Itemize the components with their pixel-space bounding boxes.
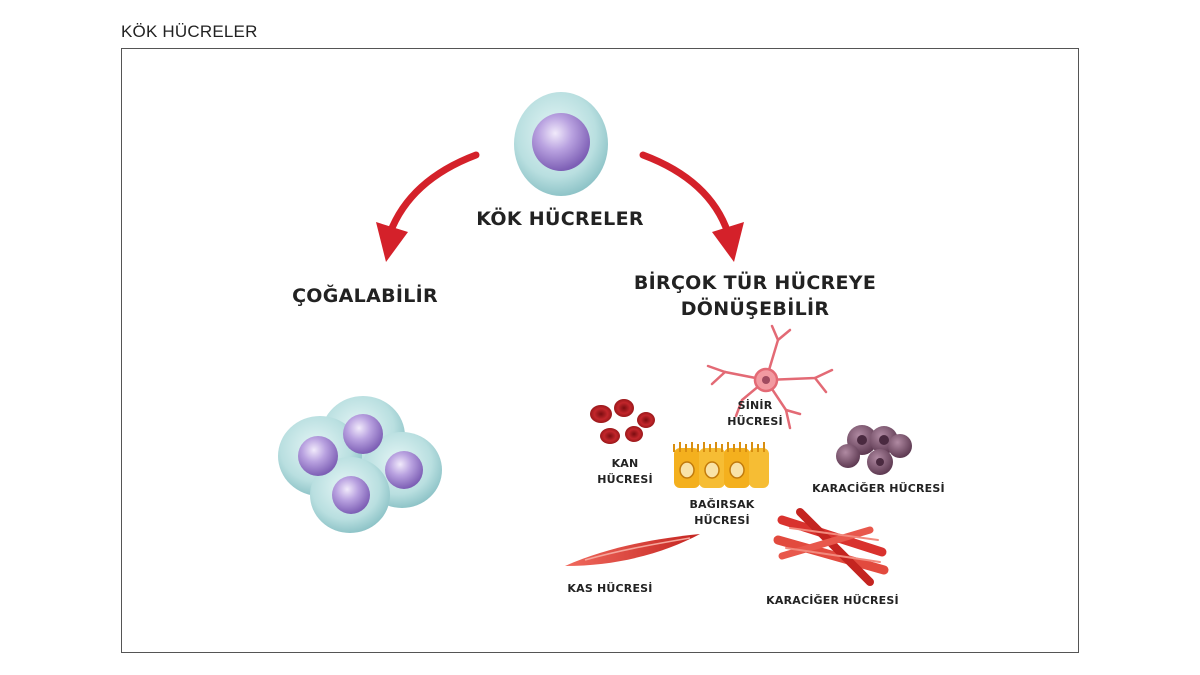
curved-arrow-icon [639, 151, 744, 262]
stem-cell-icon [514, 92, 608, 196]
center-title: KÖK HÜCRELER [476, 208, 644, 230]
blood-cell-icon [590, 399, 655, 444]
curved-arrow-icon [376, 151, 480, 262]
intestine-cell-label: BAĞIRSAK HÜCRESİ [689, 498, 755, 527]
liver-cell-label: KARACİĞER HÜCRESİ [812, 482, 945, 495]
muscle-cell-icon [773, 508, 889, 586]
nerve-cell-icon [706, 324, 834, 430]
differentiate-label-line2: DÖNÜŞEBİLİR [680, 298, 830, 320]
differentiate-label-line1: BİRÇOK TÜR HÜCREYE [633, 272, 877, 294]
intestine-cell-icon [673, 442, 769, 488]
muscle-cell-label: KAS HÜCRESİ [567, 582, 653, 595]
muscle-cell-icon [565, 534, 700, 566]
proliferate-label: ÇOĞALABİLİR [292, 285, 438, 307]
figure-caption: KÖK HÜCRELER [121, 22, 258, 41]
proliferating-cells-icon [278, 396, 442, 533]
blood-cell-label: KAN HÜCRESİ [597, 457, 653, 486]
figure-frame [121, 48, 1079, 653]
nerve-cell-label: SİNİR HÜCRESİ [727, 399, 783, 428]
liver-cell-label-bottom: KARACİĞER HÜCRESİ [766, 594, 899, 607]
liver-cell-icon [836, 425, 912, 475]
